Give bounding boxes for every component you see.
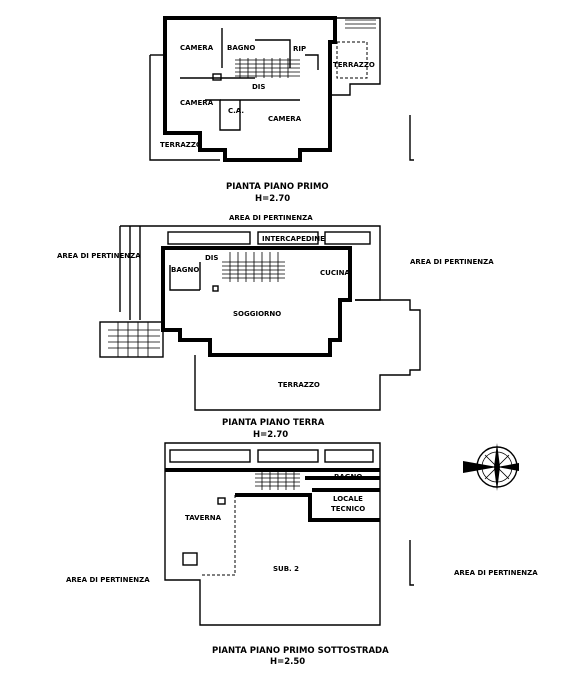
room-label: BAGNO — [171, 266, 199, 274]
room-label: RIP — [293, 45, 306, 53]
room-label: TECNICO — [331, 505, 365, 513]
area-label: AREA DI PERTINENZA — [410, 258, 494, 266]
ground-floor-plan: AREA DI PERTINENZA AREA DI PERTINENZA AR… — [57, 214, 494, 440]
compass-rose-icon — [463, 443, 519, 491]
room-label: TERRAZZO — [278, 381, 320, 389]
room-label: DIS — [252, 83, 265, 91]
plan-title: PIANTA PIANO TERRA — [222, 418, 325, 428]
plan-height: H=2.70 — [255, 194, 290, 204]
plan-title: PIANTA PIANO PRIMO — [226, 182, 329, 192]
basement-plan: AREA DI PERTINENZA AREA DI PERTINENZA BA… — [66, 442, 538, 667]
plan-title: PIANTA PIANO PRIMO SOTTOSTRADA — [212, 646, 389, 656]
plan-height: H=2.70 — [253, 430, 288, 440]
area-label: AREA DI PERTINENZA — [229, 214, 313, 222]
plan-height: H=2.50 — [270, 657, 305, 667]
room-label: DIS — [205, 254, 218, 262]
room-label: CAMERA — [180, 99, 214, 107]
room-label: CAMERA — [180, 44, 214, 52]
room-label: CUCINA — [320, 269, 350, 277]
room-label: LOCALE — [333, 495, 363, 503]
room-label: SOGGIORNO — [233, 310, 281, 318]
area-label: AREA DI PERTINENZA — [454, 569, 538, 577]
room-label: BAGNO — [334, 473, 362, 481]
room-label: C.A. — [228, 107, 244, 115]
room-label: INTERCAPEDINE — [262, 235, 325, 243]
room-label: CAMERA — [268, 115, 302, 123]
room-label: SUB. 2 — [273, 565, 299, 573]
area-label: AREA DI PERTINENZA — [66, 576, 150, 584]
first-floor-plan: CAMERA BAGNO RIP TERRAZZO DIS CAMERA C.A… — [149, 16, 414, 204]
room-label: TERRAZZO — [333, 61, 375, 69]
room-label: BAGNO — [227, 44, 255, 52]
area-label: AREA DI PERTINENZA — [57, 252, 141, 260]
room-label: TAVERNA — [185, 514, 222, 522]
room-label: TERRAZZO — [160, 141, 202, 149]
